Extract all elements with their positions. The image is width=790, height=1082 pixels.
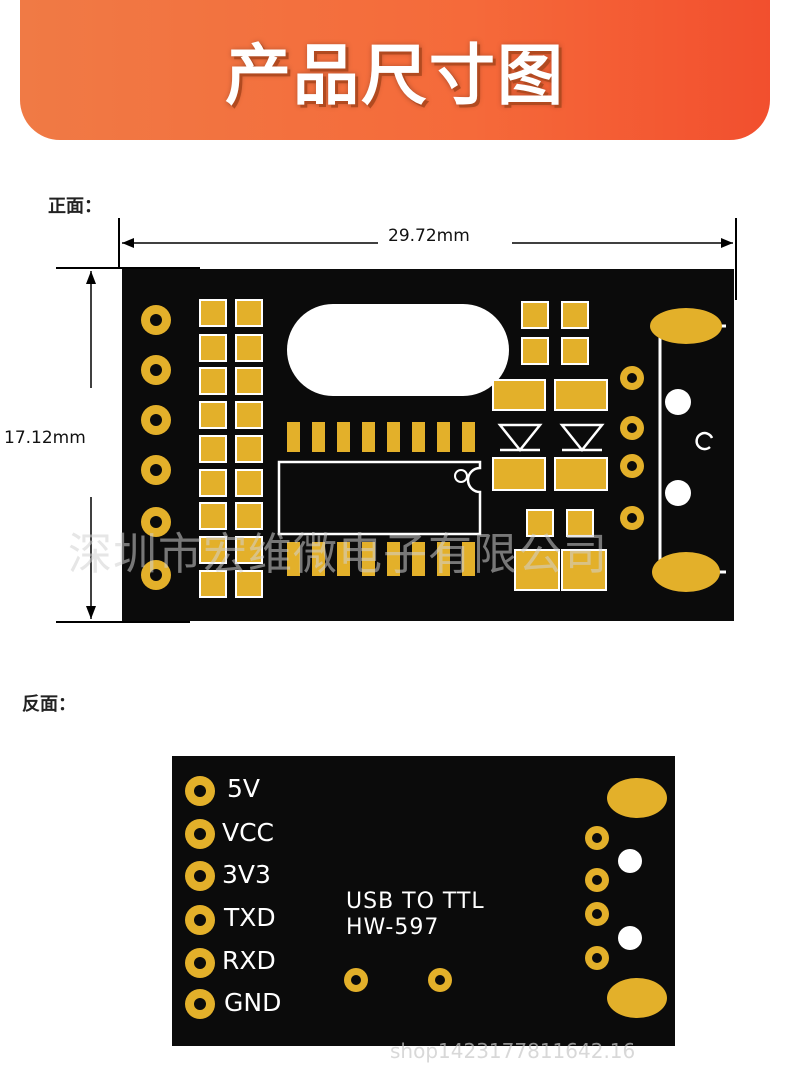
smd-pad bbox=[199, 469, 227, 497]
smd-pad bbox=[199, 299, 227, 327]
smd-pad bbox=[235, 334, 263, 362]
module-name: USB TO TTL bbox=[346, 889, 485, 914]
smd-pad bbox=[235, 435, 263, 463]
module-model: HW-597 bbox=[346, 915, 440, 940]
smd-pad bbox=[235, 469, 263, 497]
smd-pad bbox=[235, 570, 263, 598]
bottom-watermark: shop1423177811642.16 bbox=[390, 1039, 636, 1063]
smd-pad bbox=[199, 334, 227, 362]
smd-pad bbox=[199, 502, 227, 530]
pin-label-txd: TXD bbox=[224, 903, 276, 932]
height-dimension-label: 17.12mm bbox=[4, 428, 86, 448]
pin-label-gnd: GND bbox=[224, 988, 282, 1017]
header-banner: 产品尺寸图 bbox=[20, 0, 770, 140]
chip-outline bbox=[277, 460, 482, 536]
back-board bbox=[172, 756, 675, 1046]
pin-label-5v: 5V bbox=[227, 774, 261, 803]
smd-pad bbox=[199, 367, 227, 395]
smd-pad bbox=[235, 536, 263, 564]
smd-pad bbox=[235, 401, 263, 429]
smd-pad bbox=[235, 502, 263, 530]
crystal-outline bbox=[287, 304, 509, 396]
smd-pad bbox=[235, 299, 263, 327]
smd-pad bbox=[235, 367, 263, 395]
smd-pad bbox=[199, 570, 227, 598]
page-title: 产品尺寸图 bbox=[225, 37, 565, 114]
smd-pad bbox=[199, 536, 227, 564]
smd-pad bbox=[199, 435, 227, 463]
smd-pad bbox=[199, 401, 227, 429]
front-label: 正面： bbox=[48, 196, 102, 217]
back-label: 反面： bbox=[22, 694, 76, 715]
width-dimension-label: 29.72mm bbox=[388, 226, 470, 246]
pin-label-vcc: VCC bbox=[222, 818, 275, 847]
pin-label-rxd: RXD bbox=[222, 946, 276, 975]
pin-label-3v3: 3V3 bbox=[222, 860, 271, 889]
